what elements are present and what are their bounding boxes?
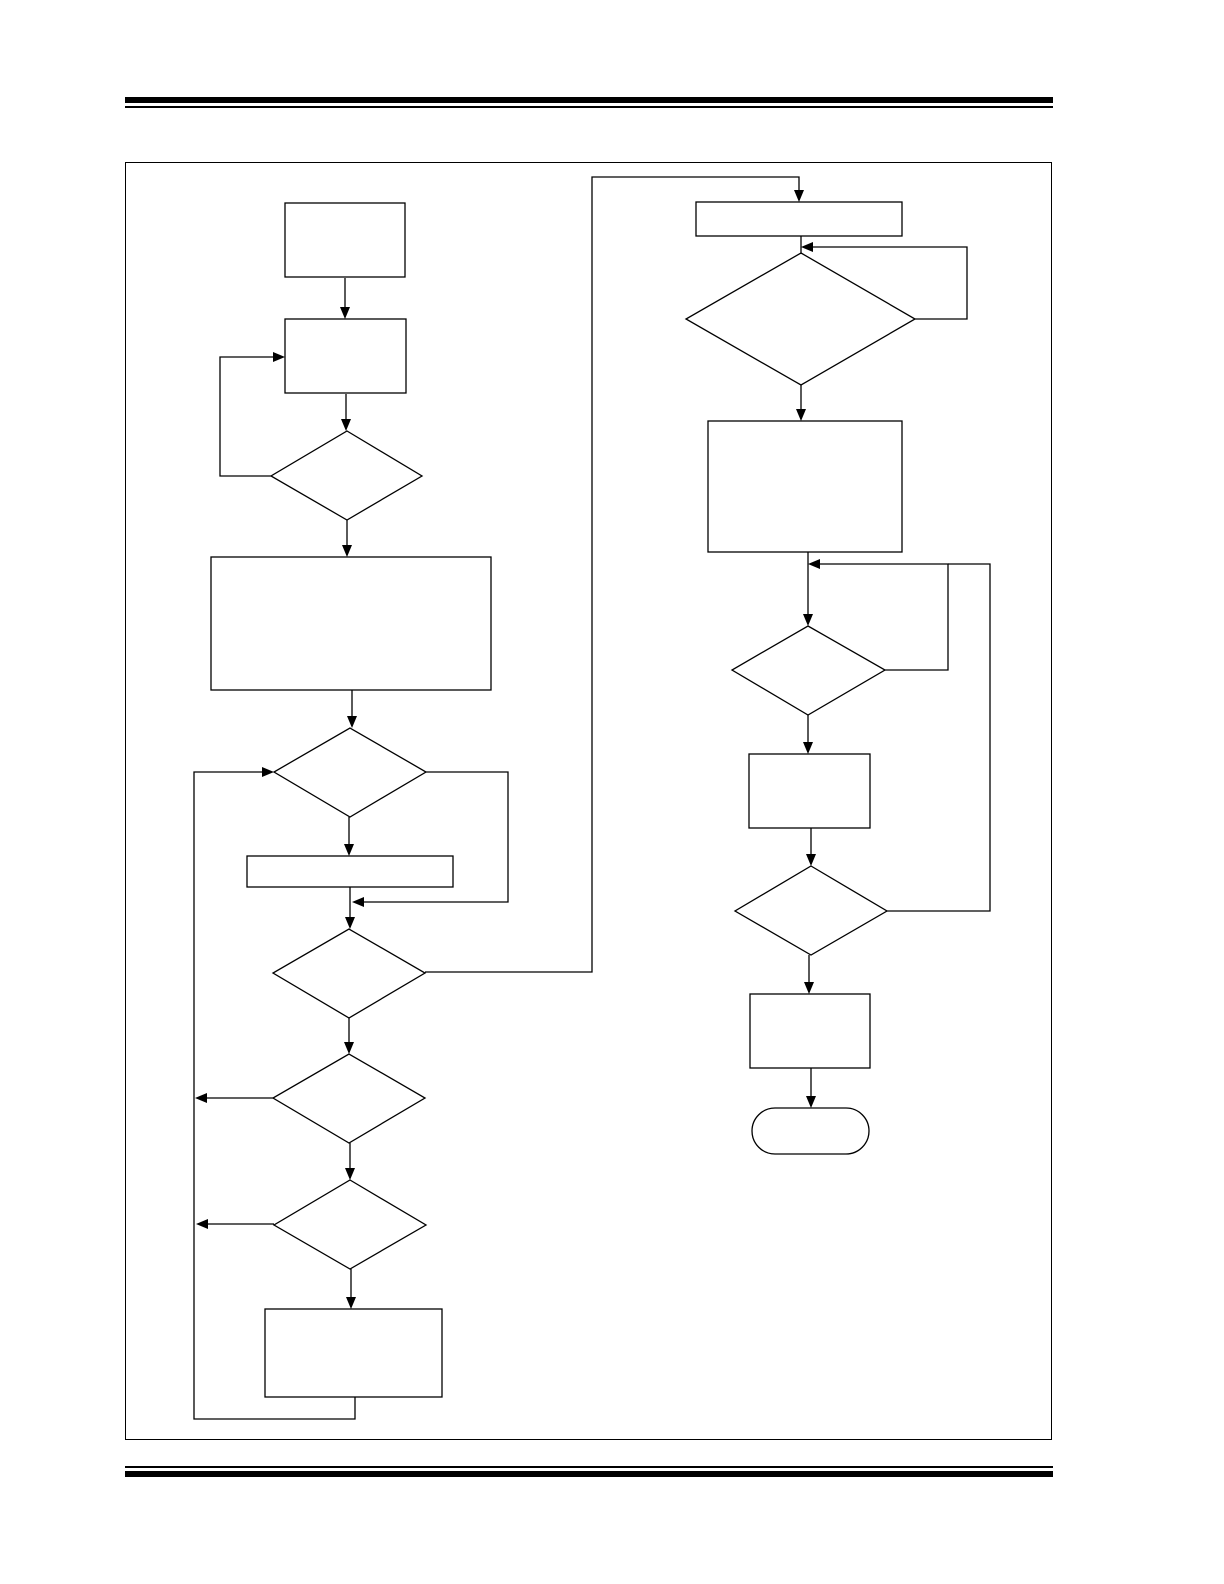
arrowhead xyxy=(803,742,813,754)
arrowhead xyxy=(344,1042,354,1054)
arrowhead xyxy=(341,419,351,431)
process-box-n3 xyxy=(210,556,492,691)
arrowhead xyxy=(345,917,355,929)
header-rule-thick xyxy=(125,97,1053,103)
arrowhead xyxy=(342,545,352,557)
process-box-r4 xyxy=(749,993,871,1069)
terminator-end xyxy=(751,1107,870,1155)
arrowhead xyxy=(808,559,820,569)
arrowhead xyxy=(804,982,814,994)
arrowhead xyxy=(344,844,354,856)
process-box-r3 xyxy=(748,753,871,829)
decision-diamond-d4 xyxy=(271,1053,427,1144)
footer-rule-thick xyxy=(125,1471,1053,1477)
decision-diamond-d1 xyxy=(269,430,424,521)
footer-rule-thin xyxy=(125,1466,1053,1468)
decision-diamond-d3 xyxy=(271,928,427,1019)
process-box-n2 xyxy=(284,318,407,394)
arrowhead xyxy=(796,409,806,421)
arrowhead xyxy=(273,352,285,362)
arrowhead xyxy=(345,1168,355,1180)
edge-rd3-loop-rd2 xyxy=(887,563,991,912)
arrowhead xyxy=(806,1096,816,1108)
decision-diamond-rd3 xyxy=(733,865,889,956)
process-box-r1 xyxy=(695,201,903,237)
edge-n5-loop-d2 xyxy=(193,771,356,1420)
arrowhead xyxy=(346,1297,356,1309)
edge-rd2-loop xyxy=(818,563,949,671)
process-box-n4 xyxy=(246,855,454,888)
decision-diamond-d5 xyxy=(272,1179,428,1270)
arrowhead xyxy=(262,767,274,777)
arrowhead xyxy=(340,307,350,319)
decision-diamond-d2 xyxy=(272,727,428,818)
decision-diamond-rd1 xyxy=(684,252,917,386)
edge-d3-r1 xyxy=(425,176,800,973)
edge-d1-loop-n2 xyxy=(219,356,275,477)
arrowhead xyxy=(352,897,364,907)
arrowhead xyxy=(803,614,813,626)
arrowhead xyxy=(794,190,804,202)
figure-frame xyxy=(125,162,1052,1440)
decision-diamond-rd2 xyxy=(730,625,887,716)
arrowhead xyxy=(196,1219,208,1229)
arrowhead xyxy=(195,1093,207,1103)
header-rule-thin xyxy=(125,106,1053,108)
edge-d2-bypass-d3 xyxy=(362,771,509,903)
arrowhead xyxy=(806,854,816,866)
arrowhead xyxy=(801,242,813,252)
process-box-n1 xyxy=(284,202,406,278)
arrowhead xyxy=(347,716,357,728)
process-box-r2 xyxy=(707,420,903,553)
process-box-n5 xyxy=(264,1308,443,1398)
edge-rd1-loop xyxy=(811,246,968,320)
